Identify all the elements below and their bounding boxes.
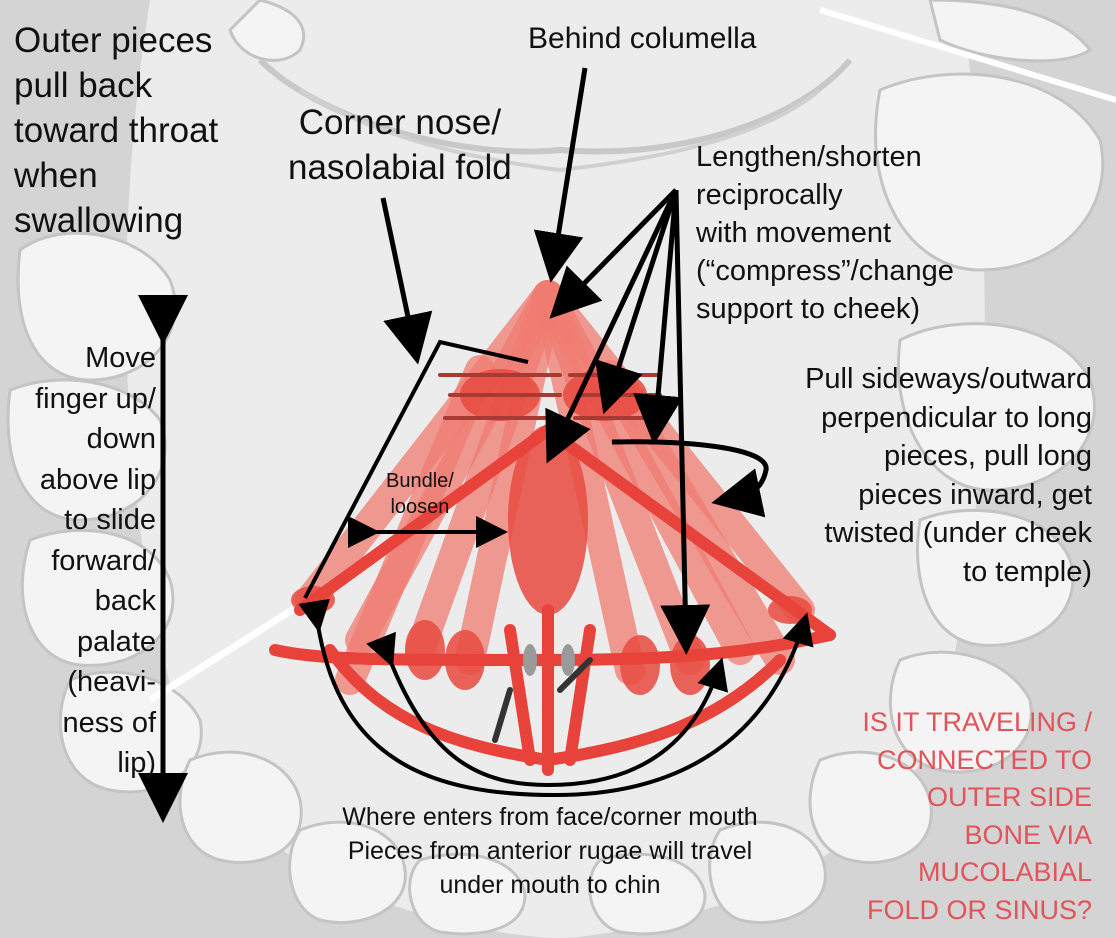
label-where-enters: Where enters from face/corner mouth Piec… (342, 803, 758, 899)
teeth (6, 0, 1105, 936)
label-behind-columella: Behind columella (528, 22, 757, 55)
arrow-pull-sideways (611, 439, 769, 518)
label-pull-sideways: Pull sideways/outward perpendicular to l… (805, 363, 1092, 588)
arrow-corner-nose (380, 197, 433, 365)
arrow-behind-columella (533, 67, 588, 283)
annotation-arrows (138, 67, 814, 823)
bracket-nasolabial (303, 339, 529, 599)
white-guide-line-right (819, 7, 1116, 103)
label-bundle-loosen: Bundle/ loosen (386, 470, 454, 518)
arrows-corner-mouth (298, 598, 814, 798)
label-question: IS IT TRAVELING / CONNECTED TO OUTER SID… (862, 707, 1092, 925)
label-move-finger: Move finger up/ down above lip to slide … (35, 342, 156, 779)
label-outer-pieces: Outer pieces pull back toward throat whe… (14, 21, 219, 240)
label-lengthen-shorten: Lengthen/shorten reciprocally with movem… (696, 141, 954, 325)
label-corner-nose: Corner nose/ nasolabial fold (288, 103, 512, 187)
arrows-lengthen-shorten (545, 188, 711, 655)
